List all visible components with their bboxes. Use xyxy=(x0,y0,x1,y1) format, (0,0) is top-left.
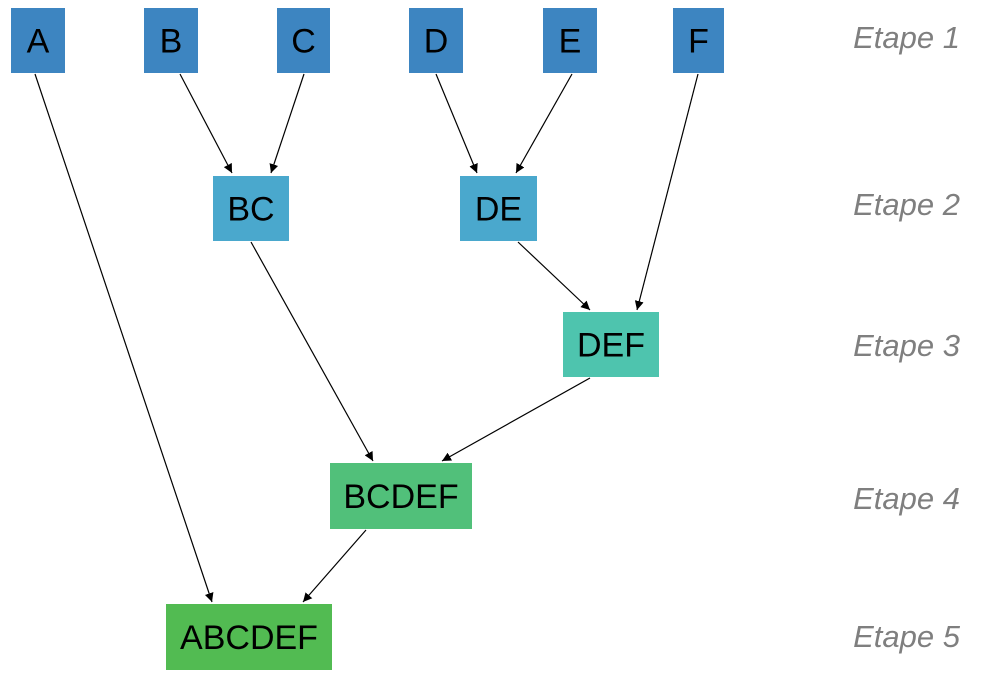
node-c-box xyxy=(277,8,330,73)
arrow-f-to-def xyxy=(634,73,699,311)
node-a-box xyxy=(11,8,65,73)
node-a: A xyxy=(11,8,65,73)
arrow-de-to-def xyxy=(517,241,591,311)
node-c: C xyxy=(277,8,330,73)
node-bcdef-label: BCDEF xyxy=(343,478,458,516)
node-de: DE xyxy=(460,176,537,241)
node-def-box xyxy=(563,312,659,377)
node-def-label: DEF xyxy=(577,327,645,365)
node-f-label: F xyxy=(688,23,709,61)
arrow-def-to-bcdef xyxy=(441,377,591,462)
node-b-box xyxy=(144,8,198,73)
node-b-label: B xyxy=(160,23,183,61)
arrow-b-to-bc xyxy=(179,73,233,174)
node-bc-label: BC xyxy=(227,191,274,229)
node-abcdef-box xyxy=(166,604,332,670)
arrow-bc-to-bcdef xyxy=(250,241,374,462)
node-d: D xyxy=(409,8,463,73)
arrow-c-to-bc xyxy=(269,73,305,174)
step-label-4: Etape 4 xyxy=(853,481,960,516)
step-label-3: Etape 3 xyxy=(853,328,960,363)
node-de-label: DE xyxy=(475,191,522,229)
arrow-d-to-de xyxy=(435,73,478,174)
node-bcdef-box xyxy=(330,463,472,529)
node-a-label: A xyxy=(27,23,50,61)
node-b: B xyxy=(144,8,198,73)
node-bcdef: BCDEF xyxy=(330,463,472,529)
node-e: E xyxy=(543,8,597,73)
node-abcdef-label: ABCDEF xyxy=(180,619,318,657)
step-label-1: Etape 1 xyxy=(853,20,960,55)
node-e-box xyxy=(543,8,597,73)
edges xyxy=(34,73,699,603)
node-bc-box xyxy=(213,176,289,241)
node-abcdef: ABCDEF xyxy=(166,604,332,670)
node-f: F xyxy=(673,8,724,73)
node-c-label: C xyxy=(291,23,316,61)
node-f-box xyxy=(673,8,724,73)
arrow-bcdef-to-abcdef xyxy=(302,529,367,603)
node-d-box xyxy=(409,8,463,73)
node-d-label: D xyxy=(424,23,449,61)
node-bc: BC xyxy=(213,176,289,241)
node-de-box xyxy=(460,176,537,241)
step-label-5: Etape 5 xyxy=(853,619,961,654)
step-label-2: Etape 2 xyxy=(853,187,960,222)
node-e-label: E xyxy=(559,23,582,61)
arrow-e-to-de xyxy=(515,73,573,174)
step-labels: Etape 1 Etape 2 Etape 3 Etape 4 Etape 5 xyxy=(853,20,961,654)
node-def: DEF xyxy=(563,312,659,377)
arrow-a-to-abcdef xyxy=(34,73,214,603)
